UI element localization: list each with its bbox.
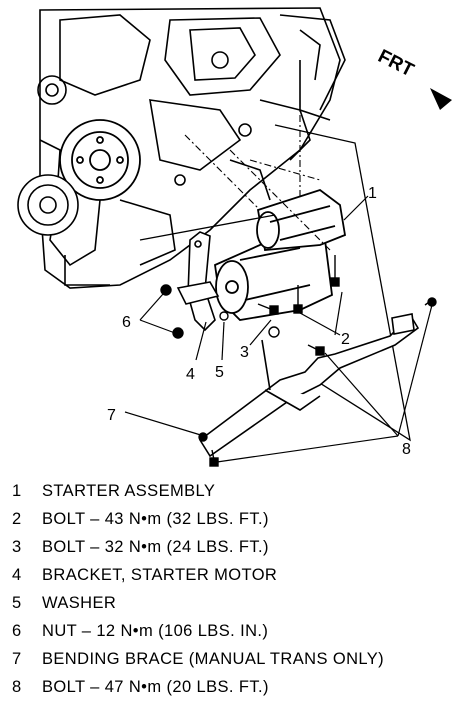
callout-numbers: 1 2 3 4 5 6 7 8	[107, 185, 411, 458]
brace-clip	[198, 432, 208, 442]
bolt-47nm-brace-end	[424, 297, 437, 307]
nut-upper	[160, 284, 172, 296]
bending-brace	[198, 313, 420, 458]
callout-6: 6	[122, 314, 131, 331]
legend-number: 7	[12, 650, 22, 668]
legend-number: 4	[12, 566, 22, 584]
legend-text: STARTER ASSEMBLY	[42, 482, 216, 500]
legend-text: WASHER	[42, 594, 117, 612]
nut-lower	[172, 327, 184, 339]
bolt-43nm-upper	[330, 255, 340, 287]
washer	[219, 311, 229, 321]
lower-pulley	[17, 174, 79, 236]
legend-text: BOLT – 43 N•m (32 LBS. FT.)	[42, 510, 269, 528]
callout-2: 2	[341, 331, 350, 348]
bolt-43nm-lower	[293, 285, 303, 314]
front-orientation-indicator: FRT	[375, 46, 452, 110]
legend-text: BOLT – 32 N•m (24 LBS. FT.)	[42, 538, 269, 556]
legend-text: BENDING BRACE (MANUAL TRANS ONLY)	[42, 650, 385, 668]
callout-leaders	[124, 195, 433, 463]
crankshaft-pulley	[59, 119, 141, 201]
mounting-plane	[139, 124, 411, 442]
bolt-32nm	[257, 303, 280, 338]
legend-number: 5	[12, 594, 22, 612]
callout-7: 7	[107, 407, 116, 424]
fasteners	[160, 255, 437, 467]
front-label: FRT	[375, 46, 418, 82]
parts-legend: 1 STARTER ASSEMBLY 2 BOLT – 43 N•m (32 LBS…	[0, 478, 474, 704]
callout-1: 1	[368, 185, 377, 202]
legend-number: 8	[12, 678, 22, 696]
bolt-47nm-rear	[307, 344, 325, 356]
front-arrow-icon	[430, 88, 452, 110]
legend-item: 2 BOLT – 43 N•m (32 LBS. FT.)	[12, 506, 269, 532]
legend-item: 7 BENDING BRACE (MANUAL TRANS ONLY)	[12, 646, 384, 672]
legend-number: 6	[12, 622, 22, 640]
alignment-lines	[184, 100, 331, 251]
legend-number: 2	[12, 510, 22, 528]
legend-number: 1	[12, 482, 22, 500]
engine-block	[37, 7, 346, 289]
callout-5: 5	[215, 364, 224, 381]
legend-item: 6 NUT – 12 N•m (106 LBS. IN.)	[12, 618, 268, 644]
legend-number: 3	[12, 538, 22, 556]
callout-3: 3	[240, 344, 249, 361]
legend-item: 3 BOLT – 32 N•m (24 LBS. FT.)	[12, 534, 269, 560]
legend-text: BRACKET, STARTER MOTOR	[42, 566, 278, 584]
starter-motor-bracket	[176, 231, 220, 332]
starter-installation-diagram: FRT	[17, 7, 452, 467]
callout-4: 4	[186, 366, 195, 383]
starter-assembly	[214, 189, 347, 321]
legend-text: BOLT – 47 N•m (20 LBS. FT.)	[42, 678, 269, 696]
legend-text: NUT – 12 N•m (106 LBS. IN.)	[42, 622, 269, 640]
legend-item: 5 WASHER	[12, 590, 116, 616]
legend-item: 8 BOLT – 47 N•m (20 LBS. FT.)	[12, 674, 269, 700]
callout-8: 8	[402, 441, 411, 458]
legend-item: 1 STARTER ASSEMBLY	[12, 478, 215, 504]
legend-item: 4 BRACKET, STARTER MOTOR	[12, 562, 277, 588]
